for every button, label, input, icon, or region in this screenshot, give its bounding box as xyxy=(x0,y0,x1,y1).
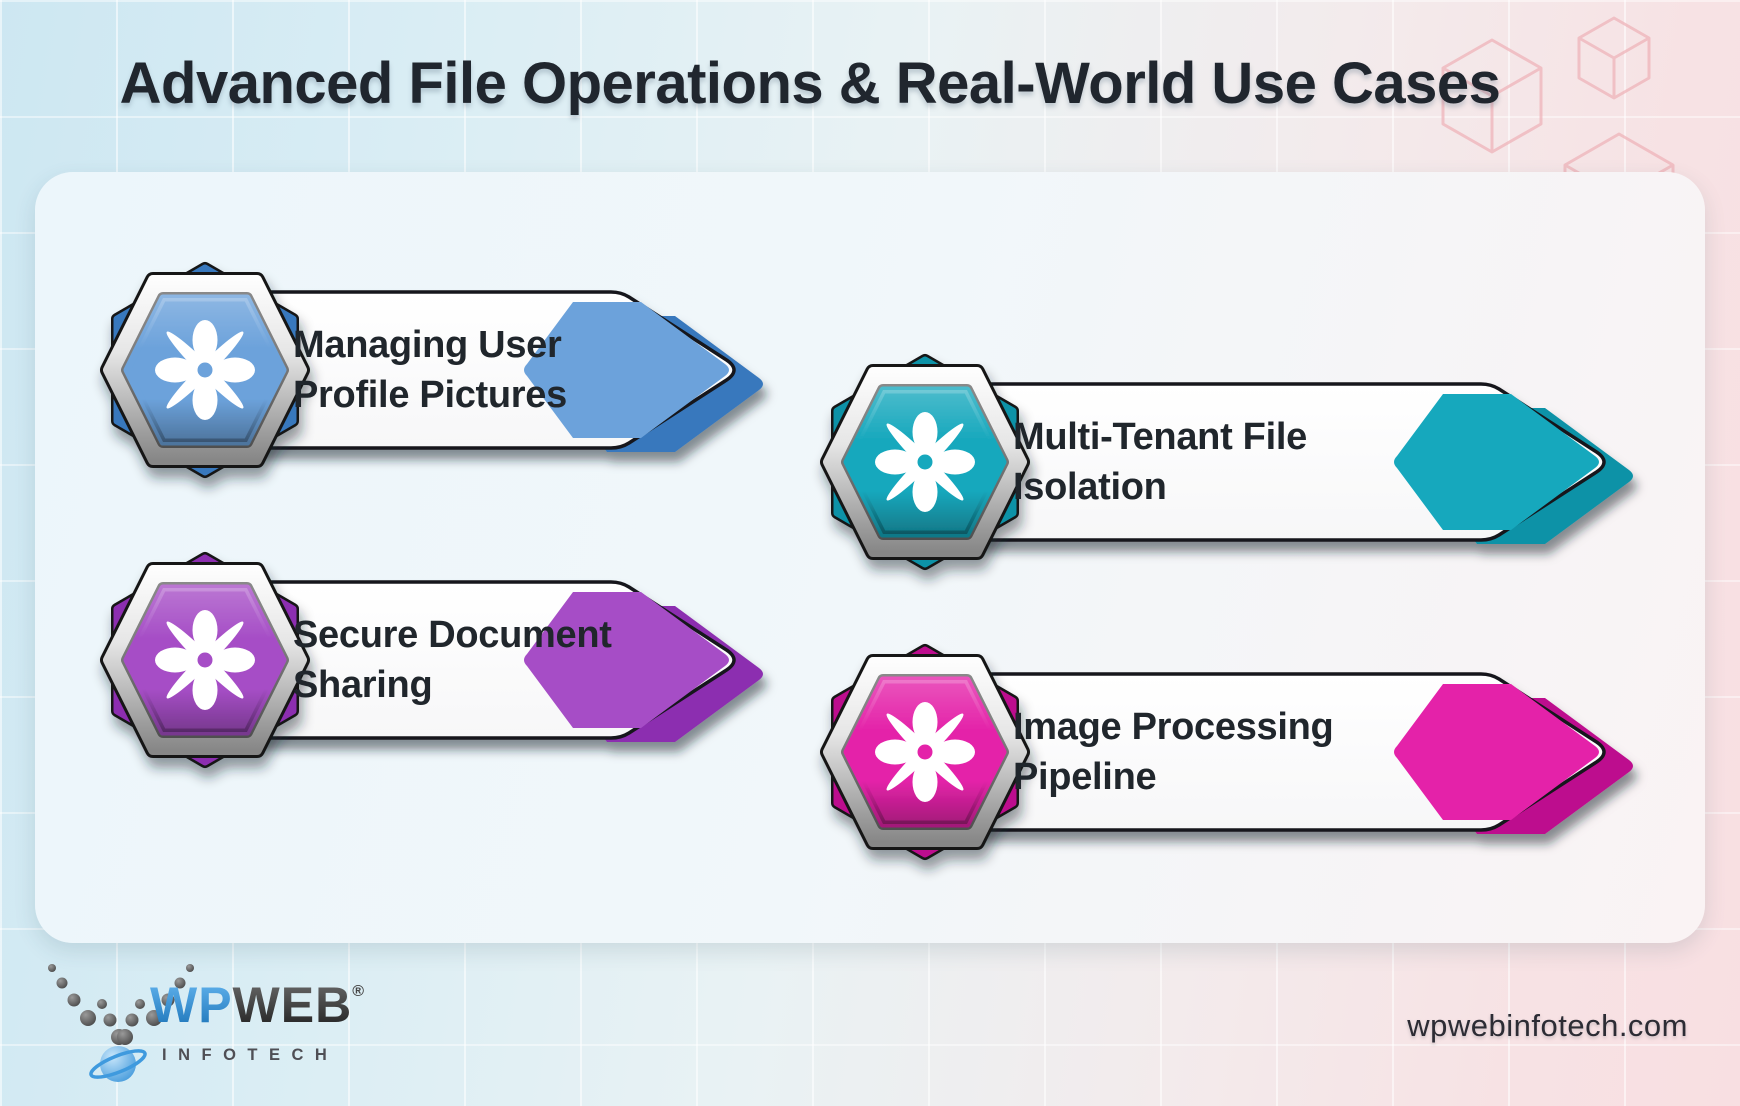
logo-dots-icon xyxy=(48,964,194,1045)
website-text: wpwebinfotech.com xyxy=(1407,1008,1688,1043)
planet-icon xyxy=(89,1046,147,1082)
main-panel xyxy=(35,172,1705,943)
svg-text:WPWEB®: WPWEB® xyxy=(150,977,365,1033)
brand-logo: WPWEB® INFOTECH xyxy=(48,964,365,1082)
page-title: Advanced File Operations & Real-World Us… xyxy=(119,51,1501,116)
brand-subtitle: INFOTECH xyxy=(162,1046,338,1064)
